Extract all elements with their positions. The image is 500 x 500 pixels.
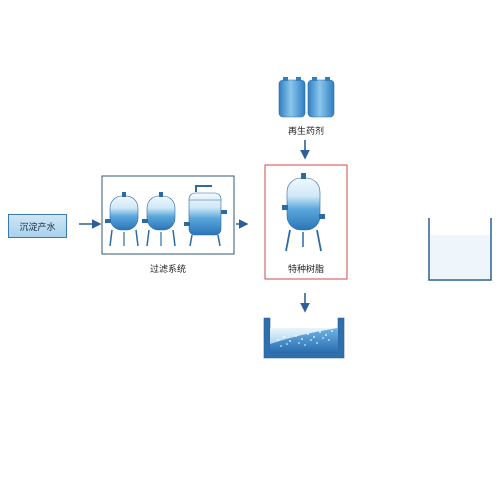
drum-icon — [307, 77, 335, 118]
filter-tank-icon — [105, 192, 139, 247]
regen-agent-label: 再生药剂 — [287, 127, 324, 137]
filtration-label: 过滤系统 — [149, 265, 186, 275]
influent-box: 沉淀产水 — [8, 214, 67, 238]
water-tank-icon — [428, 218, 492, 281]
filter-tank-icon — [142, 192, 176, 247]
influent-label: 沉淀产水 — [19, 222, 56, 233]
bag-filter-icon — [184, 185, 227, 247]
resin-label: 特种树脂 — [287, 265, 324, 275]
resin-tank-icon — [282, 173, 325, 252]
settling-basin-icon — [263, 317, 345, 359]
drum-icon — [278, 77, 306, 118]
